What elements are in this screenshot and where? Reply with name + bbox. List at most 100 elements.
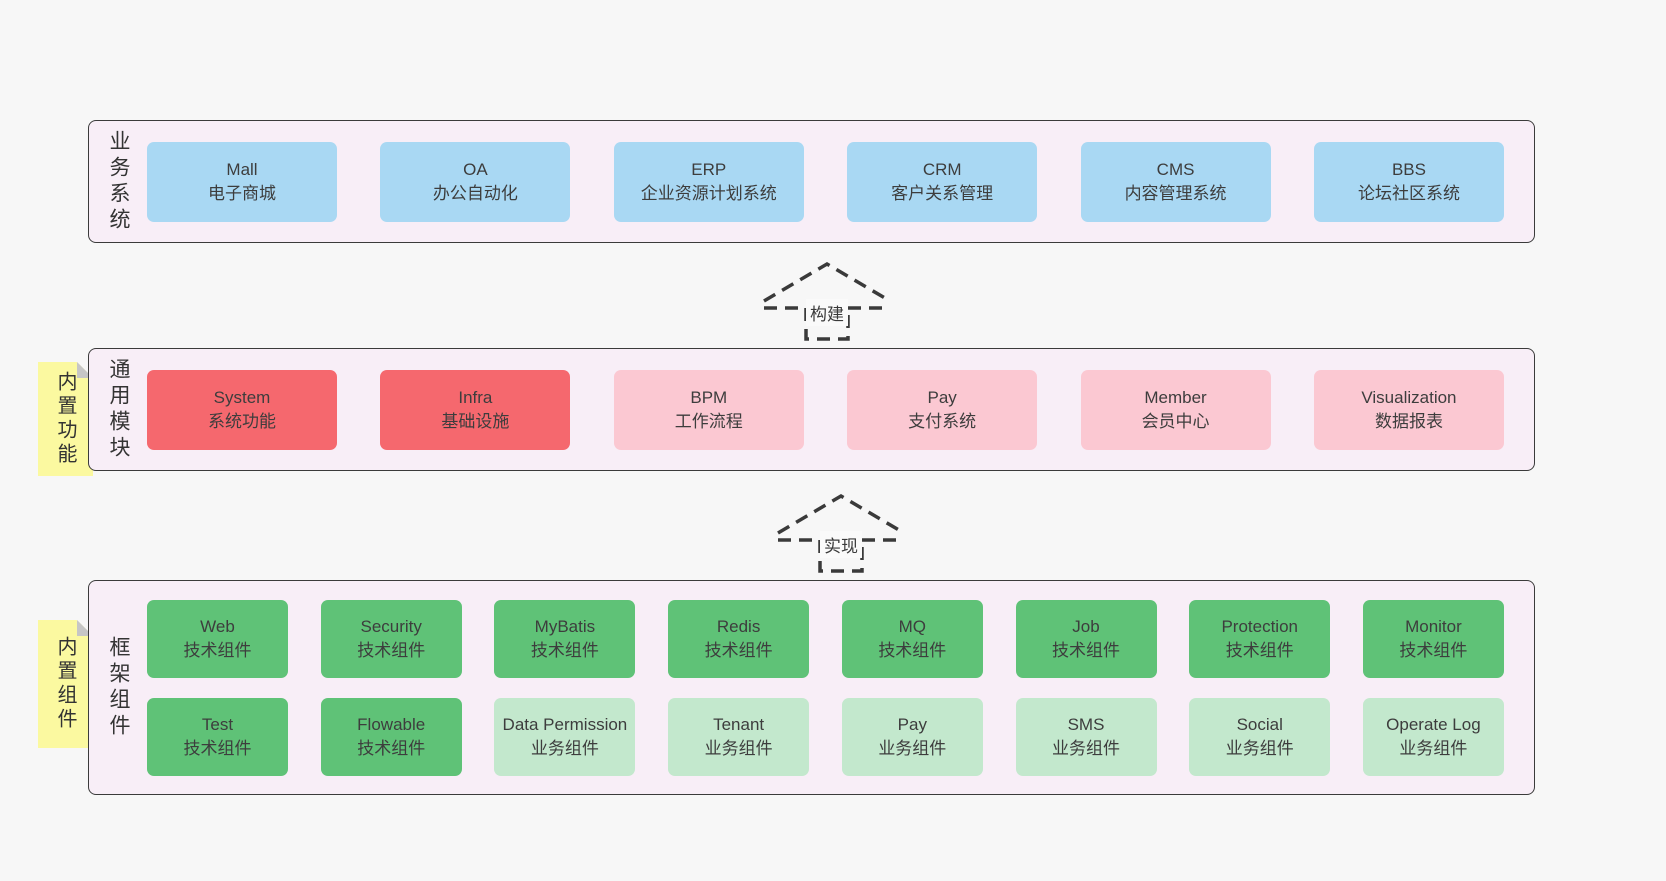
box-crm: CRM 客户关系管理 xyxy=(847,141,1038,222)
box-subtitle: 技术组件 xyxy=(357,738,426,758)
box-subtitle: 会员中心 xyxy=(1141,411,1210,431)
box-pay-component: Pay 业务组件 xyxy=(841,697,983,776)
box-title: Visualization xyxy=(1361,387,1457,407)
box-subtitle: 技术组件 xyxy=(1399,640,1468,660)
box-subtitle: 企业资源计划系统 xyxy=(640,183,777,203)
box-title: Member xyxy=(1144,387,1207,407)
box-member: Member 会员中心 xyxy=(1080,369,1271,450)
box-subtitle: 业务组件 xyxy=(530,738,599,758)
note-text: 内置组件 xyxy=(54,636,76,732)
box-title: BPM xyxy=(690,387,728,407)
box-job: Job 技术组件 xyxy=(1015,599,1157,678)
box-title: Data Permission xyxy=(502,714,628,734)
box-subtitle: 业务组件 xyxy=(1052,738,1121,758)
box-pay-system: Pay 支付系统 xyxy=(847,369,1038,450)
box-subtitle: 内容管理系统 xyxy=(1124,183,1227,203)
box-title: Security xyxy=(360,616,422,636)
box-cms: CMS 内容管理系统 xyxy=(1080,141,1271,222)
box-title: Social xyxy=(1236,714,1283,734)
arrow-implement-label: 实现 xyxy=(820,531,862,558)
box-redis: Redis 技术组件 xyxy=(668,599,810,678)
box-web: Web 技术组件 xyxy=(147,599,288,678)
arrow-build: 构建 xyxy=(758,255,896,343)
box-title: SMS xyxy=(1067,714,1105,734)
box-title: Web xyxy=(200,616,235,636)
box-title: BBS xyxy=(1391,159,1426,179)
box-subtitle: 业务组件 xyxy=(1399,738,1468,758)
box-subtitle: 技术组件 xyxy=(1052,640,1121,660)
box-visualization: Visualization 数据报表 xyxy=(1313,369,1504,450)
box-title: System xyxy=(213,387,271,407)
box-security: Security 技术组件 xyxy=(320,599,462,678)
box-subtitle: 业务组件 xyxy=(1225,738,1294,758)
box-title: CMS xyxy=(1156,159,1195,179)
layer-business-systems: 业务系统 Mall 电子商城 OA 办公自动化 ERP 企业资源计划系统 CRM… xyxy=(88,120,1535,243)
layer-label-framework-components: 框架组件 xyxy=(107,635,130,740)
note-built-in-components: 内置组件 xyxy=(38,620,93,748)
common-modules-row: System 系统功能 Infra 基础设施 BPM 工作流程 Pay 支付系统… xyxy=(147,349,1534,470)
layer-common-modules: 通用模块 System 系统功能 Infra 基础设施 BPM 工作流程 Pay… xyxy=(88,348,1535,471)
box-mall: Mall 电子商城 xyxy=(147,141,337,222)
box-bpm: BPM 工作流程 xyxy=(613,369,804,450)
box-flowable: Flowable 技术组件 xyxy=(320,697,462,776)
up-arrow-icon xyxy=(763,261,891,341)
box-subtitle: 技术组件 xyxy=(704,640,773,660)
box-title: MyBatis xyxy=(534,616,596,636)
box-title: Monitor xyxy=(1405,616,1462,636)
box-title: Tenant xyxy=(713,714,765,734)
box-mybatis: MyBatis 技术组件 xyxy=(494,599,636,678)
box-subtitle: 数据报表 xyxy=(1374,411,1443,431)
box-title: Pay xyxy=(927,387,957,407)
box-title: OA xyxy=(463,159,488,179)
box-title: Operate Log xyxy=(1386,714,1481,734)
box-subtitle: 技术组件 xyxy=(357,640,426,660)
box-test: Test 技术组件 xyxy=(147,697,288,776)
box-subtitle: 技术组件 xyxy=(1225,640,1294,660)
framework-components-row-1: Web 技术组件 Security 技术组件 MyBatis 技术组件 Redi… xyxy=(147,599,1504,678)
arrow-implement: 实现 xyxy=(772,487,910,575)
business-systems-row: Mall 电子商城 OA 办公自动化 ERP 企业资源计划系统 CRM 客户关系… xyxy=(147,121,1534,242)
box-title: Infra xyxy=(458,387,493,407)
box-title: Job xyxy=(1072,616,1100,636)
arrow-build-label: 构建 xyxy=(806,299,848,326)
box-subtitle: 技术组件 xyxy=(878,640,947,660)
box-title: Protection xyxy=(1221,616,1298,636)
box-oa: OA 办公自动化 xyxy=(380,141,571,222)
box-protection: Protection 技术组件 xyxy=(1189,599,1331,678)
box-subtitle: 论坛社区系统 xyxy=(1357,183,1460,203)
box-operate-log: Operate Log 业务组件 xyxy=(1362,697,1504,776)
box-subtitle: 技术组件 xyxy=(530,640,599,660)
layer-label-business-systems: 业务系统 xyxy=(107,129,130,234)
box-title: Test xyxy=(201,714,234,734)
box-social: Social 业务组件 xyxy=(1189,697,1331,776)
box-subtitle: 办公自动化 xyxy=(432,183,518,203)
box-subtitle: 业务组件 xyxy=(704,738,773,758)
box-subtitle: 基础设施 xyxy=(441,411,510,431)
box-subtitle: 技术组件 xyxy=(183,738,252,758)
box-tenant: Tenant 业务组件 xyxy=(668,697,810,776)
box-monitor: Monitor 技术组件 xyxy=(1362,599,1504,678)
box-data-permission: Data Permission 业务组件 xyxy=(494,697,636,776)
box-title: Mall xyxy=(226,159,258,179)
layer-label-common-modules: 通用模块 xyxy=(107,357,130,462)
framework-components-row-2: Test 技术组件 Flowable 技术组件 Data Permission … xyxy=(147,697,1504,776)
box-subtitle: 技术组件 xyxy=(183,640,252,660)
box-sms: SMS 业务组件 xyxy=(1015,697,1157,776)
note-text: 内置功能 xyxy=(54,371,76,467)
box-title: MQ xyxy=(898,616,926,636)
layer-framework-components: 框架组件 Web 技术组件 Security 技术组件 MyBatis 技术组件… xyxy=(88,580,1535,795)
box-mq: MQ 技术组件 xyxy=(841,599,983,678)
box-subtitle: 客户关系管理 xyxy=(891,183,994,203)
box-subtitle: 电子商城 xyxy=(208,183,276,203)
box-subtitle: 支付系统 xyxy=(908,411,977,431)
box-subtitle: 工作流程 xyxy=(674,411,743,431)
framework-components-rows: Web 技术组件 Security 技术组件 MyBatis 技术组件 Redi… xyxy=(147,581,1534,794)
box-title: Flowable xyxy=(357,714,426,734)
box-system: System 系统功能 xyxy=(147,369,337,450)
box-title: Pay xyxy=(897,714,927,734)
box-subtitle: 系统功能 xyxy=(208,411,276,431)
box-bbs: BBS 论坛社区系统 xyxy=(1313,141,1504,222)
box-title: Redis xyxy=(716,616,761,636)
box-subtitle: 业务组件 xyxy=(878,738,947,758)
box-title: CRM xyxy=(922,159,962,179)
